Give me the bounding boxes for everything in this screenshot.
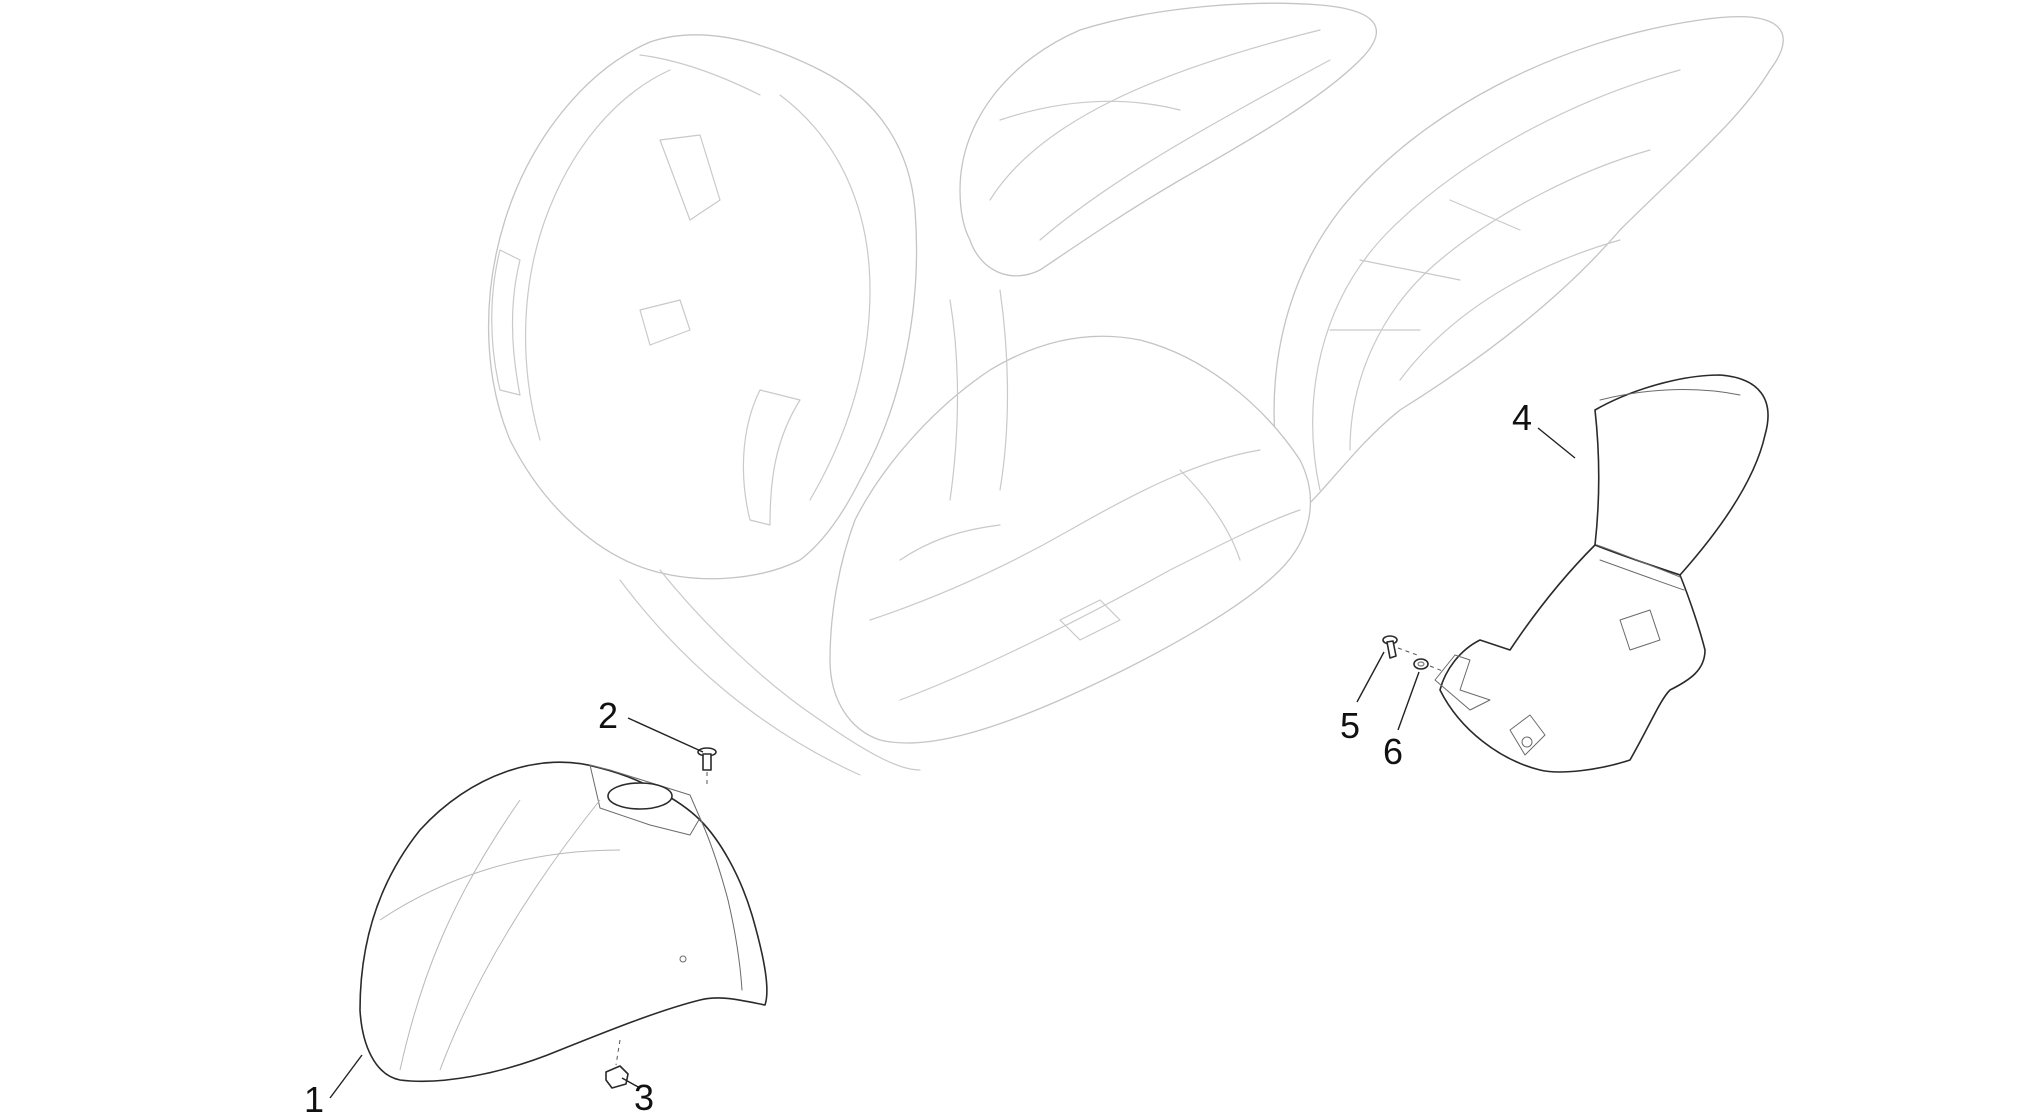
leader-line-3 bbox=[621, 1077, 641, 1089]
callout-labels: 1 2 3 4 5 6 bbox=[304, 397, 1532, 1112]
rear-side-panel-ghost bbox=[1273, 16, 1784, 521]
seat-ghost bbox=[959, 2, 1377, 277]
rear-mudguard-upper bbox=[1594, 374, 1769, 576]
leader-line-4 bbox=[1537, 427, 1576, 459]
leader-line-1 bbox=[329, 1054, 363, 1099]
screw-part-5 bbox=[1382, 635, 1421, 659]
scooter-body-ghost bbox=[487, 2, 1784, 776]
screw-part-2 bbox=[697, 747, 717, 788]
floorboard-ghost bbox=[829, 335, 1312, 744]
callout-3: 3 bbox=[634, 1077, 654, 1112]
callout-5: 5 bbox=[1340, 705, 1360, 746]
leader-line-6 bbox=[1397, 671, 1420, 731]
fork-mount-hole bbox=[607, 782, 673, 810]
washer-part-6 bbox=[1413, 658, 1446, 673]
leader-line-5 bbox=[1356, 651, 1385, 703]
clip-nut-part-3 bbox=[605, 1039, 629, 1089]
leg-shield-ghost bbox=[487, 34, 918, 580]
front-mudguard-part bbox=[359, 761, 768, 1083]
leader-line-2 bbox=[627, 717, 704, 753]
front-mudguard-shell bbox=[359, 761, 768, 1083]
rear-mudguard-lower bbox=[1439, 544, 1706, 773]
callout-1: 1 bbox=[304, 1079, 324, 1112]
callout-6: 6 bbox=[1383, 731, 1403, 772]
callout-4: 4 bbox=[1512, 397, 1532, 438]
rear-mudguard-part bbox=[1434, 374, 1769, 773]
callout-2: 2 bbox=[598, 695, 618, 736]
leader-lines bbox=[329, 427, 1576, 1099]
